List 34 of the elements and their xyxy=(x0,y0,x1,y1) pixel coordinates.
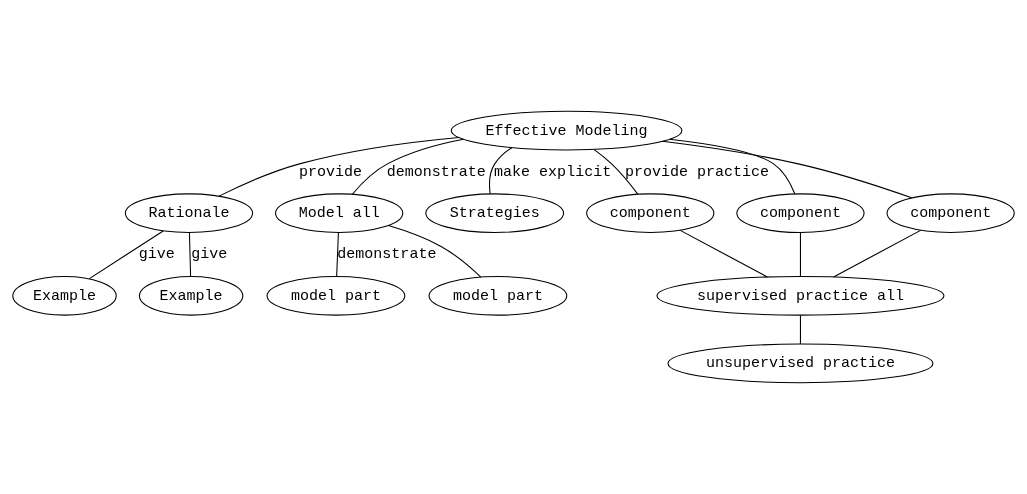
connector xyxy=(833,229,922,278)
edge-label: provide xyxy=(299,163,363,181)
edge-label: give xyxy=(191,246,228,264)
connector xyxy=(336,232,339,277)
connector xyxy=(679,229,768,278)
connector xyxy=(351,138,465,195)
node-ellipse: Strategies xyxy=(425,193,565,234)
connector xyxy=(387,225,482,278)
node-ellipse: component xyxy=(736,193,865,234)
connector xyxy=(593,149,639,195)
edge-label: make explicit xyxy=(494,163,612,181)
edge-label: demonstrate xyxy=(337,246,437,264)
edge-label: demonstrate xyxy=(386,163,486,181)
connector xyxy=(489,147,513,195)
connector xyxy=(661,140,913,199)
node-ellipse: Model all xyxy=(275,193,404,234)
node-ellipse: Rationale xyxy=(124,193,254,234)
connector xyxy=(669,138,796,195)
connector xyxy=(88,230,164,280)
node-ellipse: model part xyxy=(428,275,568,316)
node-ellipse: Effective Modeling xyxy=(450,110,683,151)
node-ellipse: component xyxy=(886,193,1015,234)
node-ellipse: Example xyxy=(12,275,117,316)
connector xyxy=(799,232,801,277)
connector xyxy=(188,232,192,277)
edge-label: provide practice xyxy=(624,163,769,181)
node-ellipse: Example xyxy=(138,275,244,316)
node-ellipse: component xyxy=(586,193,715,234)
node-ellipse: unsupervised practice xyxy=(667,343,934,384)
node-ellipse: model part xyxy=(266,275,406,316)
connector xyxy=(218,136,460,197)
node-ellipse: supervised practice all xyxy=(656,275,945,316)
edge-label: give xyxy=(138,246,175,264)
connector xyxy=(799,314,801,345)
